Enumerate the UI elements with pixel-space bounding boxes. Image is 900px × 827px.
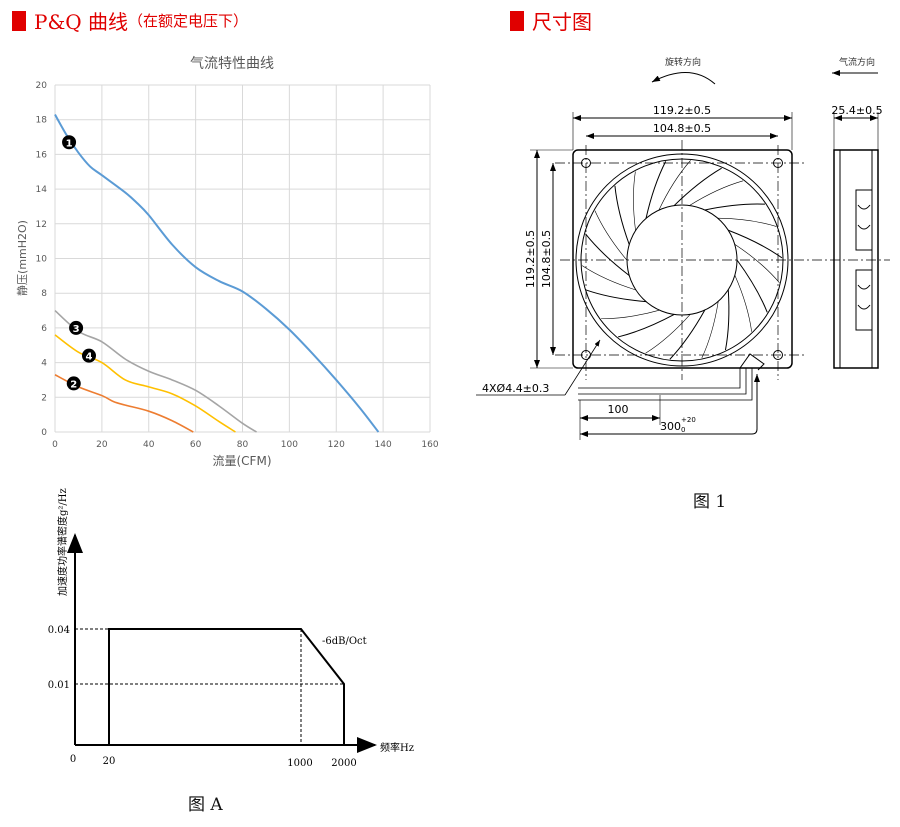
fan-blade [669,309,706,360]
pq-x-tick: 80 [237,440,249,450]
center-lines [555,140,890,380]
pq-curve-label-3: 3 [73,324,80,335]
vibration-chart: 0.04 0.01 0 20 1000 2000 -6dB/Oct 频率Hz 加… [48,488,414,769]
pq-y-tick: 8 [41,289,47,299]
x-tick-20: 20 [103,756,116,767]
pq-y-tick: 4 [41,359,47,369]
pq-x-tick: 0 [52,440,58,450]
vib-y-label: 加速度功率谱密度g²/Hz [56,488,69,596]
pq-curve-marker-4 [81,348,96,363]
pq-section-header: P&Q 曲线 （在额定电压下） [12,6,248,35]
figure-1-caption: 图 1 [693,492,727,512]
fan-blade [586,289,647,303]
dim-cable-tol-upper: +20 [681,416,696,424]
y-tick-0.04: 0.04 [48,625,70,636]
fan-blade [585,233,630,276]
dim-height-outer: 119.2±0.5 [524,230,537,288]
dim-strip-length: 100 [608,403,629,416]
pq-x-tick: 140 [375,440,392,450]
pq-x-tick: 40 [143,440,155,450]
rotation-label: 旋转方向 [665,56,701,68]
pq-curve-1 [54,114,380,433]
dim-cable-tol-lower: 0 [681,426,685,434]
pq-chart-title: 气流特性曲线 [190,56,274,72]
pq-y-tick: 16 [36,150,48,160]
pq-x-label: 流量(CFM) [213,454,272,468]
fan-blade [673,167,722,206]
fan-side-view [833,149,879,369]
vib-x-label: 频率Hz [380,741,414,754]
figure-a-caption: 图 A [188,795,223,815]
pq-y-tick: 12 [36,220,47,230]
fan-blade-edge [645,314,691,354]
pq-subtitle: （在额定电压下） [128,12,249,30]
x-tick-2000: 2000 [331,758,356,769]
pq-y-tick: 18 [36,116,48,126]
fan-frame [572,149,793,369]
fan-blade [618,313,675,338]
fan-blade-edge [689,180,744,206]
fan-blade-edge [601,309,660,320]
dim-depth: 25.4±0.5 [831,104,882,117]
dim-cable-length: 300 [660,420,681,433]
pq-y-tick: 0 [41,428,47,438]
x-tick-1000: 1000 [287,758,312,769]
psd-profile-line [108,628,345,745]
fan-blade [614,185,630,245]
dim-height-holes: 104.8±0.5 [540,230,553,288]
fan-blade-edge [717,217,777,227]
dim-title: 尺寸图 [532,10,592,34]
fan-cable [578,368,753,401]
pq-title: P&Q 曲线 [34,10,129,34]
pq-y-tick: 10 [36,255,48,265]
pq-y-tick: 6 [41,324,47,334]
pq-x-tick: 100 [281,440,298,450]
pq-y-tick: 2 [41,393,47,403]
fan-blade [724,289,730,351]
pq-y-tick: 20 [36,81,48,91]
pq-curve-marker-2 [66,376,81,391]
airflow-label: 气流方向 [839,56,875,68]
fan-blade-edge [581,265,636,291]
fan-blade-edge [594,210,628,261]
dim-hole: 4XØ4.4±0.3 [482,382,549,395]
dim-section-header: 尺寸图 [510,6,592,35]
pq-curve-label-4: 4 [86,352,93,363]
y-tick-0.01: 0.01 [48,680,70,691]
fan-blade-edge [734,243,780,283]
fan-blade-edge [658,160,691,211]
fan-blade [645,161,667,219]
pq-y-tick: 14 [36,185,48,195]
dim-width-outer: 119.2±0.5 [653,104,711,117]
red-square-icon [12,10,26,31]
pq-curves: 1 2 3 4 [54,114,380,433]
x-tick-0: 0 [70,754,76,765]
pq-x-tick: 20 [96,440,108,450]
pq-y-label: 静压(mmH2O) [15,220,29,296]
pq-curve-label-2: 2 [70,379,77,390]
rotation-arrow-icon [651,72,716,85]
pq-x-tick: 120 [328,440,345,450]
fan-blade [704,203,765,211]
fan-blade-edge [734,275,752,332]
pq-curve-label-1: 1 [66,138,73,149]
pq-x-tick: 160 [421,440,438,450]
side-view-slots [855,189,873,331]
dim-width-holes: 104.8±0.5 [653,122,711,135]
red-square-icon [510,10,524,31]
pq-x-tick: 60 [190,440,202,450]
pq-curve-marker-1 [62,135,77,150]
fan-blade [736,259,768,313]
slope-annotation: -6dB/Oct [322,636,367,647]
fan-dimension-drawing: 旋转方向 气流方向 [476,56,890,440]
pq-curve-2 [54,374,194,433]
fan-blade-edge [701,301,719,359]
pq-curve-3 [54,309,257,433]
fan-blade-edge [633,171,636,231]
pq-curve-marker-3 [69,320,84,335]
